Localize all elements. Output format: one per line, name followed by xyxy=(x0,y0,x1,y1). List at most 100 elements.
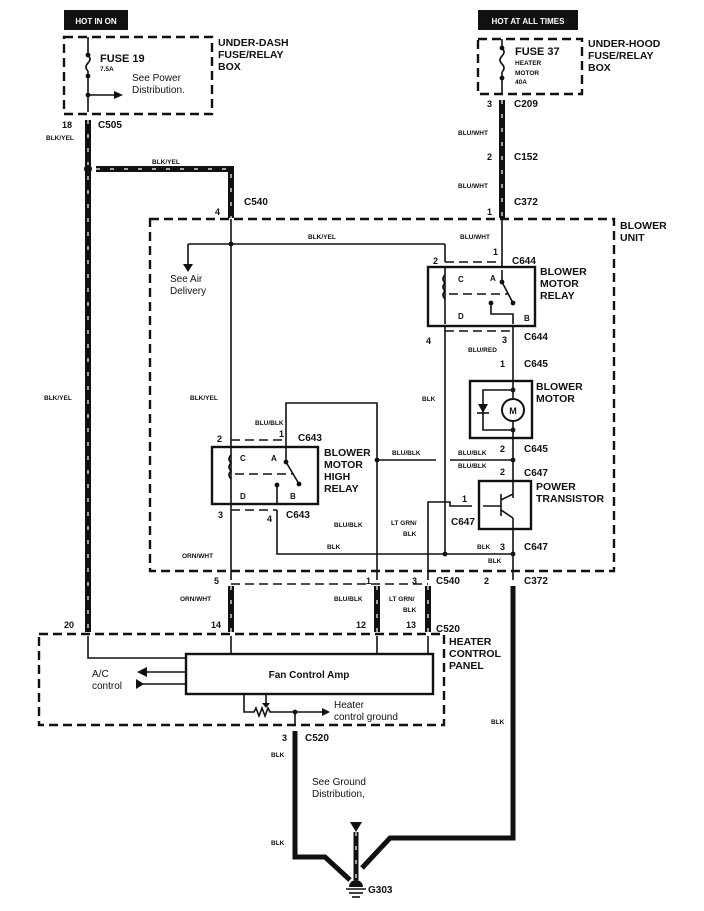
svg-text:BLK/YEL: BLK/YEL xyxy=(308,234,336,241)
svg-text:RELAY: RELAY xyxy=(324,483,359,495)
svg-text:A: A xyxy=(490,274,496,283)
svg-text:LT GRN/: LT GRN/ xyxy=(389,596,415,603)
blower-motor-relay: C A D B BLOWER MOTOR RELAY 1 2 C644 4 3 … xyxy=(426,219,587,346)
ground-icon xyxy=(346,880,366,898)
svg-text:BLK/YEL: BLK/YEL xyxy=(46,135,74,142)
svg-text:BLK/YEL: BLK/YEL xyxy=(44,395,72,402)
blower-motor: BLU/RED 1 C645 M BLOWER MOTOR 2 C645 xyxy=(468,326,583,482)
svg-text:Heater: Heater xyxy=(334,700,365,711)
svg-text:3: 3 xyxy=(500,542,505,552)
svg-text:UNDER-DASH: UNDER-DASH xyxy=(218,37,289,49)
svg-text:A/C: A/C xyxy=(92,669,109,680)
blk-ground-wire: BLK BLK xyxy=(276,326,516,557)
svg-text:ORN/WHT: ORN/WHT xyxy=(180,596,211,603)
c540-harness: 5 1 3 C540 ORN/WHT BLU/BLK LT GRN/ BLK xyxy=(180,576,460,632)
power-transistor: POWER TRANSISTOR 2 C647 1 C647 LT GRN/ B… xyxy=(391,467,604,580)
svg-text:BLOWER: BLOWER xyxy=(620,220,667,232)
svg-text:MOTOR: MOTOR xyxy=(515,70,539,77)
panel-ground-wire: 3 C520 BLK BLK See Ground Distribution, xyxy=(271,731,366,882)
fan-control-amp xyxy=(184,652,435,696)
svg-text:See Power: See Power xyxy=(132,73,182,84)
svg-text:7.5A: 7.5A xyxy=(100,66,114,73)
svg-text:4: 4 xyxy=(426,336,431,346)
svg-text:POWER: POWER xyxy=(536,481,576,493)
svg-text:1: 1 xyxy=(500,359,505,369)
svg-text:C520: C520 xyxy=(436,624,460,635)
svg-text:2: 2 xyxy=(500,467,505,477)
svg-text:FUSE 19: FUSE 19 xyxy=(100,53,145,65)
svg-text:4: 4 xyxy=(267,514,272,524)
svg-text:2: 2 xyxy=(217,434,222,444)
svg-text:BLK/YEL: BLK/YEL xyxy=(190,395,218,402)
heater-control-panel: 20 14 12 13 C520 HEATER CONTROL PANEL Fa… xyxy=(37,620,501,727)
svg-text:TRANSISTOR: TRANSISTOR xyxy=(536,493,604,505)
svg-text:G303: G303 xyxy=(368,885,393,896)
svg-text:See Ground: See Ground xyxy=(312,777,366,788)
arrow-left-icon xyxy=(322,708,330,716)
svg-text:RELAY: RELAY xyxy=(540,290,575,302)
svg-text:LT GRN/: LT GRN/ xyxy=(391,520,417,527)
svg-text:D: D xyxy=(240,492,246,501)
svg-text:BLK: BLK xyxy=(477,544,491,551)
svg-text:BLU/BLK: BLU/BLK xyxy=(255,420,284,427)
svg-text:C540: C540 xyxy=(436,576,460,587)
svg-text:C644: C644 xyxy=(524,332,548,343)
svg-text:40A: 40A xyxy=(515,79,527,86)
svg-text:13: 13 xyxy=(406,620,416,630)
internal-blk-yel-wire: BLK/YEL See Air Delivery BLK/YEL BLU/WHT xyxy=(170,219,490,440)
svg-text:BLK: BLK xyxy=(327,544,341,551)
svg-text:BLU/RED: BLU/RED xyxy=(468,347,497,354)
svg-text:BLU/BLK: BLU/BLK xyxy=(334,522,363,529)
svg-text:2: 2 xyxy=(484,576,489,586)
svg-text:C643: C643 xyxy=(298,433,322,444)
svg-text:2: 2 xyxy=(433,256,438,266)
under-dash-fuse-box: FUSE 19 7.5A See Power Distribution. UND… xyxy=(62,35,289,116)
svg-text:HOT AT ALL TIMES: HOT AT ALL TIMES xyxy=(492,17,566,26)
svg-text:HEATER: HEATER xyxy=(449,636,492,648)
svg-text:BLU/BLK: BLU/BLK xyxy=(392,450,421,457)
svg-text:C: C xyxy=(240,454,246,463)
diode-icon xyxy=(478,404,488,413)
svg-text:UNDER-HOOD: UNDER-HOOD xyxy=(588,38,661,50)
svg-text:C647: C647 xyxy=(524,468,548,479)
relay-coil-icon xyxy=(228,454,233,480)
svg-text:12: 12 xyxy=(356,620,366,630)
svg-text:Distribution.: Distribution. xyxy=(132,85,185,96)
main-ground-wire: 2 C372 BLK xyxy=(360,576,548,870)
svg-text:control: control xyxy=(92,681,122,692)
fuse-37-icon xyxy=(499,47,505,73)
svg-text:3: 3 xyxy=(487,99,492,109)
hot-in-on-tag: HOT IN ON xyxy=(64,10,128,30)
arrow-down-icon xyxy=(183,264,193,272)
svg-text:C520: C520 xyxy=(305,733,329,744)
svg-text:D: D xyxy=(458,312,464,321)
svg-text:BLK: BLK xyxy=(403,531,417,538)
svg-text:1: 1 xyxy=(279,429,284,439)
svg-text:BLU/WHT: BLU/WHT xyxy=(458,183,488,190)
svg-text:FUSE 37: FUSE 37 xyxy=(515,46,560,58)
blower-unit-boundary: BLOWER UNIT xyxy=(148,217,667,573)
svg-text:BLK/YEL: BLK/YEL xyxy=(152,159,180,166)
svg-text:5: 5 xyxy=(214,576,219,586)
blk-yel-feed-wire: 18 C505 BLK/YEL BLK/YEL BLK/YEL C540 4 xyxy=(44,120,268,632)
svg-text:BLU/BLK: BLU/BLK xyxy=(458,450,487,457)
hot-at-all-times-tag: HOT AT ALL TIMES xyxy=(478,10,578,30)
svg-text:C645: C645 xyxy=(524,444,548,455)
svg-text:HEATER: HEATER xyxy=(515,60,542,67)
svg-text:BLK: BLK xyxy=(403,607,417,614)
svg-text:BLU/BLK: BLU/BLK xyxy=(458,463,487,470)
svg-text:C540: C540 xyxy=(244,197,268,208)
svg-text:1: 1 xyxy=(366,576,371,586)
svg-text:C647: C647 xyxy=(451,517,475,528)
svg-text:B: B xyxy=(290,492,296,501)
svg-text:BLK: BLK xyxy=(491,719,505,726)
svg-text:C643: C643 xyxy=(286,510,310,521)
svg-text:BLK: BLK xyxy=(271,752,285,759)
relay-coil-icon xyxy=(442,274,447,300)
blower-motor-high-relay: C A D B BLOWER MOTOR HIGH RELAY 2 1 C643… xyxy=(182,429,371,580)
svg-text:2: 2 xyxy=(487,152,492,162)
svg-text:18: 18 xyxy=(62,120,72,130)
motor-icon xyxy=(501,398,525,422)
svg-text:BLOWER: BLOWER xyxy=(540,266,587,278)
